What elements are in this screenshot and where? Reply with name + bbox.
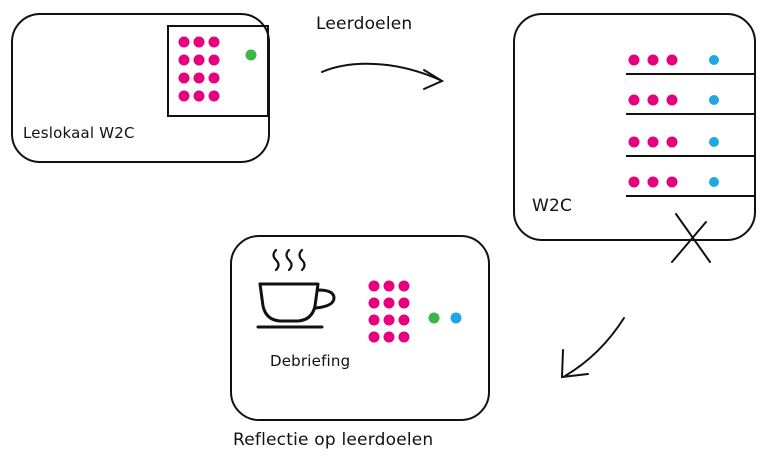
leerdoelen-label: Leerdoelen [316,14,413,34]
classroom-outline [167,25,269,117]
reflectie-label: Reflectie op leerdoelen [233,430,434,450]
arrow-down-left-icon [560,317,625,379]
leslokaal-label: Leslokaal W2C [23,124,135,142]
cross-icon [671,213,711,263]
arrow-right-icon [321,62,445,90]
w2c-box [513,13,756,263]
teacher-dot-green [245,49,257,61]
debriefing-label: Debriefing [270,352,351,370]
teacher-dot-green [428,312,440,324]
student-dots-grid [178,36,220,102]
row-1 [626,54,756,75]
coffee-cup-icon [256,282,336,329]
row-3 [626,136,756,157]
row-4 [626,176,756,197]
w2c-label: W2C [532,196,573,216]
leslokaal-box [11,13,270,163]
steam-icon [272,248,306,272]
student-dots-grid [368,280,410,343]
debriefing-box [230,235,490,421]
row-2 [626,94,756,115]
guide-dot-blue [450,312,462,324]
